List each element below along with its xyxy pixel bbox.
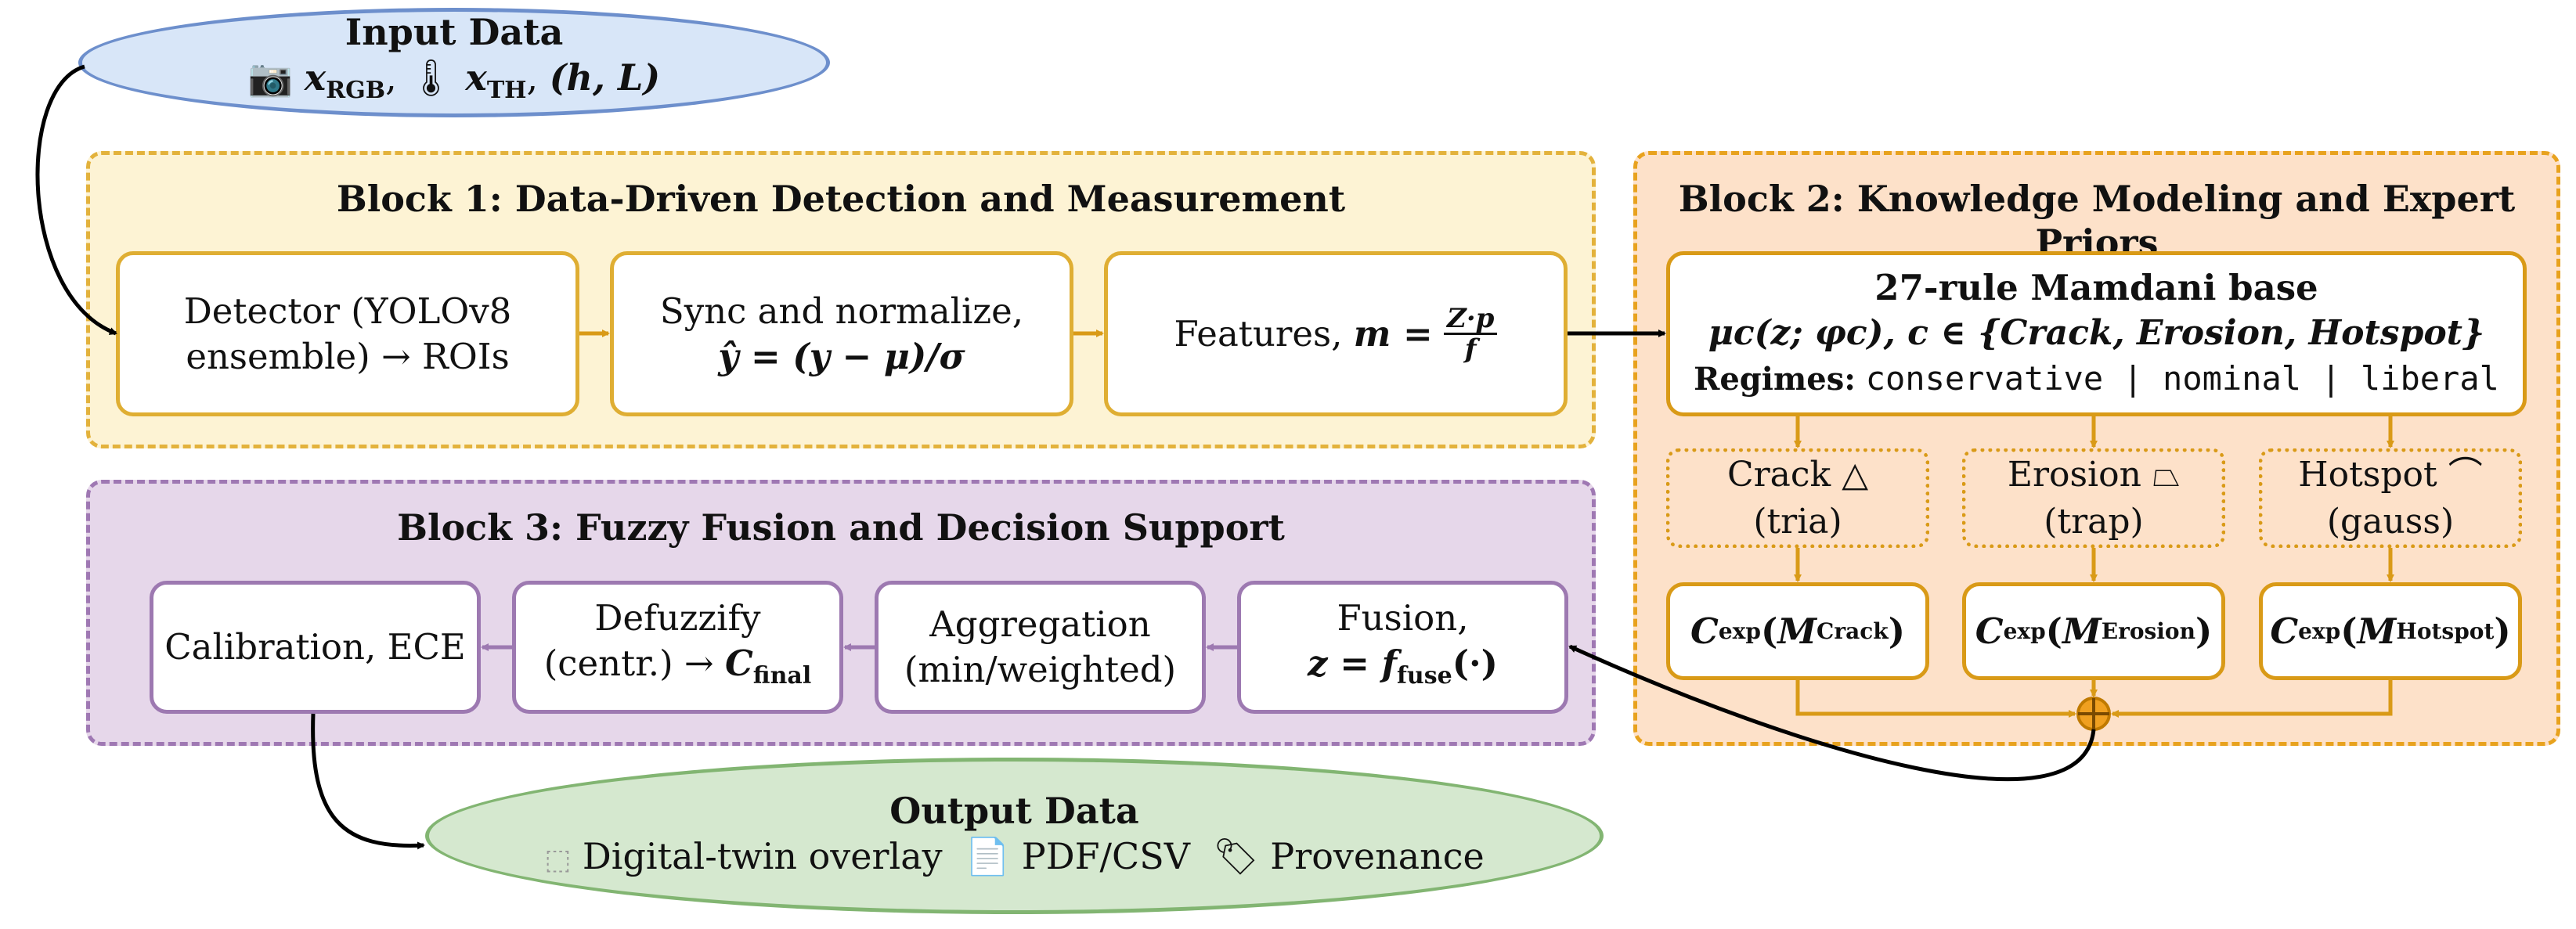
thermometer-icon: 🌡 — [408, 56, 454, 99]
block3-title: Block 3: Fuzzy Fusion and Decision Suppo… — [397, 506, 1285, 549]
trapezoid-icon: ⏢ — [2152, 454, 2181, 495]
features-fraction: Z·p f — [1444, 304, 1498, 363]
tag-icon: 🏷 — [1213, 834, 1259, 877]
sync-normalize-node: Sync and normalize, ŷ = (y − μ)/σ — [610, 251, 1073, 416]
document-icon: 📄 — [965, 834, 1011, 877]
arrow-cexp-hotspot-to-sum — [2111, 680, 2393, 718]
detector-node: Detector (YOLOv8 ensemble) → ROIs — [116, 251, 579, 416]
output-data-node: Output Data ⬚ Digital-twin overlay 📄 PDF… — [425, 758, 1604, 914]
aggregation-node: Aggregation (min/weighted) — [875, 581, 1206, 714]
calibration-node: Calibration, ECE — [150, 581, 481, 714]
fusion-node: Fusion, z = ffuse(·) — [1237, 581, 1568, 714]
block1-title: Block 1: Data-Driven Detection and Measu… — [336, 178, 1346, 220]
arrow-cexp-crack-to-sum — [1795, 680, 2076, 718]
input-data-node: Input Data 📷 xRGB, 🌡 xTH, (h, L) — [78, 8, 830, 117]
mamdani-base-node: 27-rule Mamdani base μc(z; φc), c ∈ {Cra… — [1666, 251, 2527, 416]
sum-node — [2076, 697, 2111, 731]
mf-crack: Crack △ (tria) — [1666, 448, 1929, 548]
arrow-input-to-detector — [35, 64, 117, 336]
input-data-title: Input Data — [345, 11, 564, 54]
camera-icon: 📷 — [247, 56, 294, 99]
triangle-icon: △ — [1842, 454, 1869, 495]
output-items: ⬚ Digital-twin overlay 📄 PDF/CSV 🏷 Prove… — [544, 834, 1485, 877]
output-data-title: Output Data — [889, 789, 1139, 832]
features-node: Features, m = Z·p f — [1104, 251, 1568, 416]
arrow-sum-to-fusion — [1568, 644, 2096, 782]
input-data-variables: 📷 xRGB, 🌡 xTH, (h, L) — [247, 56, 661, 105]
regimes-line: Regimes: conservative | nominal | libera… — [1694, 359, 2499, 398]
defuzzify-node: Defuzzify (centr.) → Cfinal — [512, 581, 843, 714]
gauss-curve-icon: ⌒ — [2448, 454, 2483, 495]
overlay-icon: ⬚ — [544, 843, 572, 876]
mf-hotspot: Hotspot ⌒ (gauss) — [2259, 448, 2522, 548]
mf-erosion: Erosion ⏢ (trap) — [1962, 448, 2225, 548]
arrow-calibration-to-output — [311, 713, 425, 850]
